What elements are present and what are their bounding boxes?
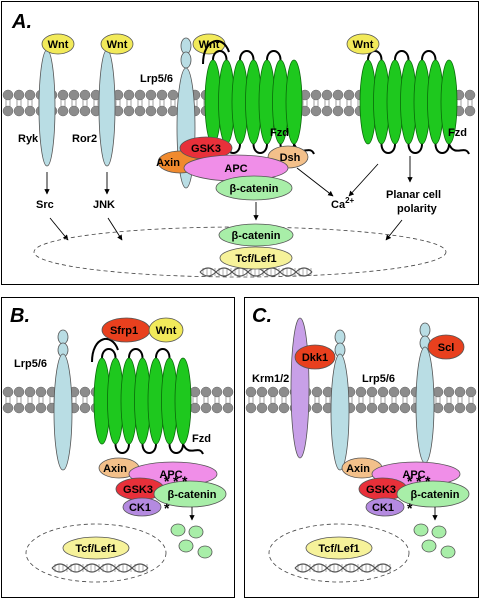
wnt-b-ligand [148,317,184,343]
ryk-receptor [38,49,56,167]
wnt-ror2-label: Wnt [107,39,128,51]
svg-text:*: * [164,500,170,516]
dkk1-protein [294,344,336,370]
beta-catenin-c [396,480,470,508]
degraded-beta-catenin-b [170,523,213,559]
fzd-receptor-b [91,338,204,455]
sfrp1-label: Sfrp1 [110,325,138,337]
ck1-b [122,497,162,517]
beta-catenin-nuclear-label: β-catenin [232,230,281,242]
beta-catenin-c-label: β-catenin [411,489,460,501]
ryk-label: Ryk [18,133,39,145]
panel-a: A. Wnt Ryk Wnt Ror2 Wnt Lrp5/6 Fzd Wnt [11,11,470,278]
ror2-receptor [98,49,116,167]
lrp-b-label: Lrp5/6 [14,358,47,370]
panel-a-frame [1,1,479,285]
ck1-b-label: CK1 [129,502,151,514]
lrp-receptor-b [53,329,73,471]
tcf-lef1-c [305,536,373,560]
svg-text:*: * [407,500,413,516]
tcf-lef1-a-label: Tcf/Lef1 [235,253,276,265]
svg-text:*: * [425,473,431,489]
nucleus-c [268,523,410,583]
panel-c: C. Krm1/2 Lrp5/6 Dkk1 Scl Axin APC GSK3 … [252,305,470,583]
svg-text:*: * [182,473,188,489]
wnt-pcp-label: Wnt [353,39,374,51]
dna-helix-c [294,563,392,573]
fzd-b-label: Fzd [192,433,211,445]
ck1-c-label: CK1 [372,502,394,514]
scl-protein [427,334,465,360]
svg-text:*: * [164,473,170,489]
jnk-label: JNK [93,199,115,211]
axin-b-label: Axin [103,463,127,475]
axin-c-label: Axin [346,463,370,475]
lrp-c-label: Lrp5/6 [362,373,395,385]
beta-catenin-b [153,480,227,508]
fzd-canonical-label: Fzd [270,127,289,139]
wnt-ryk-ligand [41,33,75,55]
panel-b-frame [1,297,235,598]
tcf-lef1-c-label: Tcf/Lef1 [318,543,359,555]
calcium-label: Ca2+ [331,196,355,211]
degraded-beta-catenin-c [413,523,456,559]
beta-catenin-nuclear [218,223,294,247]
panel-b-letter: B. [10,305,30,327]
lrp-receptor-c [330,329,350,471]
signaling-arrows [44,156,413,241]
panel-c-letter: C. [252,305,272,327]
axin-label: Axin [156,157,180,169]
svg-text:*: * [407,473,413,489]
dsh-label: Dsh [280,152,301,164]
phosphorylation-stars-b: * * * * [164,473,188,516]
panel-c-frame [244,297,479,598]
dna-helix-b [51,563,149,573]
beta-catenin-b-label: β-catenin [168,489,217,501]
phosphorylation-stars-c: * * * * [407,473,431,516]
gsk3-c-label: GSK3 [366,484,396,496]
beta-catenin-cytoplasmic-label: β-catenin [230,183,279,195]
lrp-receptor-c2 [415,322,435,464]
panel-b: B. Lrp5/6 Fzd Sfrp1 Wnt Axin APC GSK3 β-… [10,305,227,583]
wnt-pcp-ligand [346,33,380,55]
lrp-label: Lrp5/6 [140,73,173,85]
ck1-c [365,497,405,517]
dkk1-label: Dkk1 [302,352,328,364]
kremen-receptor [290,317,310,459]
fzd-pcp-receptor [359,50,470,155]
planar-cell-polarity-line1: Planar cell [386,189,441,201]
src-label: Src [36,199,54,211]
wnt-ryk-label: Wnt [48,39,69,51]
scl-label: Scl [438,342,455,354]
apc-b-label: APC [159,469,182,481]
tcf-lef1-b [62,536,130,560]
ror2-label: Ror2 [72,133,97,145]
svg-text:*: * [416,473,422,489]
nucleus-b [25,523,167,583]
wnt-b-label: Wnt [156,325,177,337]
fzd-pcp-label: Fzd [448,127,467,139]
panel-a-letter: A. [11,11,32,33]
tcf-lef1-a [219,246,293,270]
fzd-canonical-receptor [202,40,315,155]
tcf-lef1-b-label: Tcf/Lef1 [75,543,116,555]
apc-label: APC [224,163,247,175]
krm-label: Krm1/2 [252,373,289,385]
gsk3-b-label: GSK3 [123,484,153,496]
gsk3-label: GSK3 [191,143,221,155]
planar-cell-polarity-line2: polarity [397,203,438,215]
beta-catenin-cytoplasmic [215,175,293,201]
svg-text:*: * [173,473,179,489]
apc-c-label: APC [402,469,425,481]
wnt-ror2-ligand [100,33,134,55]
